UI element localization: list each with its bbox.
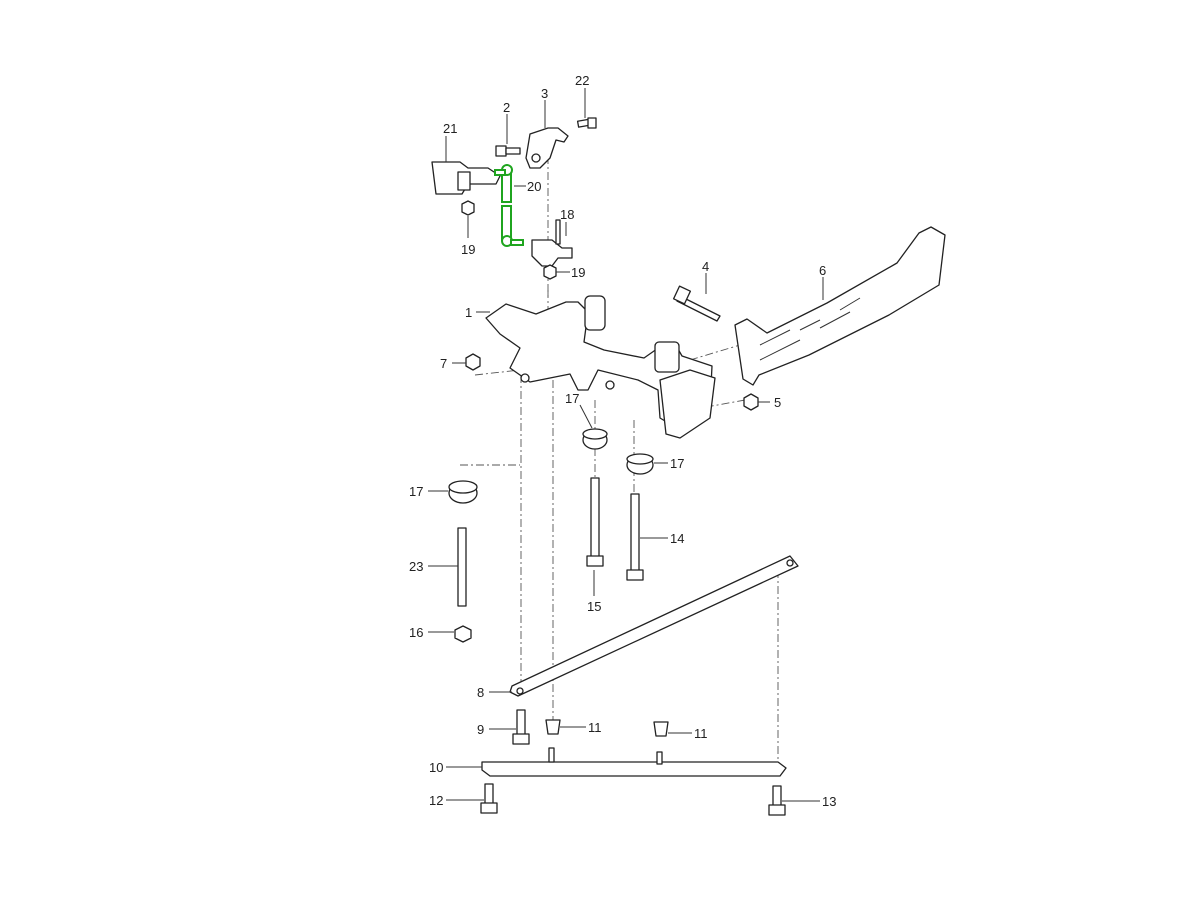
part-22-bolt[interactable] <box>576 117 597 129</box>
callout-18[interactable]: 18 <box>560 207 574 222</box>
callout-10[interactable]: 10 <box>429 760 443 775</box>
part-14-stud[interactable] <box>626 493 644 581</box>
callout-14[interactable]: 14 <box>670 531 684 546</box>
part-15-stud[interactable] <box>586 477 604 567</box>
part-16-nut[interactable] <box>454 625 472 643</box>
callout-17-b[interactable]: 17 <box>670 456 684 471</box>
part-17-mount-c[interactable] <box>448 480 478 504</box>
part-4-bolt[interactable] <box>672 285 721 322</box>
part-1-subframe[interactable] <box>485 295 716 439</box>
part-20-link-rod[interactable] <box>494 164 524 247</box>
part-6-crossmember[interactable] <box>734 226 946 386</box>
callout-21[interactable]: 21 <box>443 121 457 136</box>
part-17-mount-a[interactable] <box>582 428 608 450</box>
callout-19-b[interactable]: 19 <box>571 265 585 280</box>
callout-19-a[interactable]: 19 <box>461 242 475 257</box>
part-11-bushing-b[interactable] <box>653 721 669 737</box>
callout-22[interactable]: 22 <box>575 73 589 88</box>
callout-13[interactable]: 13 <box>822 794 836 809</box>
part-23-stud[interactable] <box>457 527 467 607</box>
part-17-mount-b[interactable] <box>626 453 654 475</box>
callout-4[interactable]: 4 <box>702 259 709 274</box>
part-18-bracket[interactable] <box>531 219 573 267</box>
callout-23[interactable]: 23 <box>409 559 423 574</box>
callout-12[interactable]: 12 <box>429 793 443 808</box>
part-19-nut-b[interactable] <box>543 264 557 280</box>
callout-8[interactable]: 8 <box>477 685 484 700</box>
callouts: 21 2 3 22 20 18 19 19 1 4 6 7 5 17 17 17… <box>409 73 836 809</box>
part-3-bracket[interactable] <box>525 127 569 169</box>
callout-11-b[interactable]: 11 <box>694 726 708 741</box>
part-12-bolt[interactable] <box>480 783 498 814</box>
part-10-bar[interactable] <box>481 747 787 777</box>
callout-6[interactable]: 6 <box>819 263 826 278</box>
callout-17-c[interactable]: 17 <box>409 484 423 499</box>
part-13-bolt[interactable] <box>768 785 786 816</box>
callout-15[interactable]: 15 <box>587 599 601 614</box>
callout-9[interactable]: 9 <box>477 722 484 737</box>
part-11-bushing-a[interactable] <box>545 719 561 735</box>
callout-7[interactable]: 7 <box>440 356 447 371</box>
part-2-bolt[interactable] <box>495 145 521 157</box>
callout-20[interactable]: 20 <box>527 179 541 194</box>
part-9-bolt[interactable] <box>512 709 530 745</box>
callout-3[interactable]: 3 <box>541 86 548 101</box>
leader-lines <box>428 88 824 802</box>
callout-1[interactable]: 1 <box>465 305 472 320</box>
part-21-level-sensor[interactable] <box>431 161 501 195</box>
part-19-nut[interactable] <box>461 200 475 216</box>
part-5-nut[interactable] <box>743 393 759 411</box>
callout-11-a[interactable]: 11 <box>588 720 602 735</box>
callout-16[interactable]: 16 <box>409 625 423 640</box>
callout-17-a[interactable]: 17 <box>565 391 579 406</box>
callout-5[interactable]: 5 <box>774 395 781 410</box>
part-7-nut[interactable] <box>465 353 481 371</box>
callout-2[interactable]: 2 <box>503 100 510 115</box>
part-8-strut[interactable] <box>509 555 799 697</box>
